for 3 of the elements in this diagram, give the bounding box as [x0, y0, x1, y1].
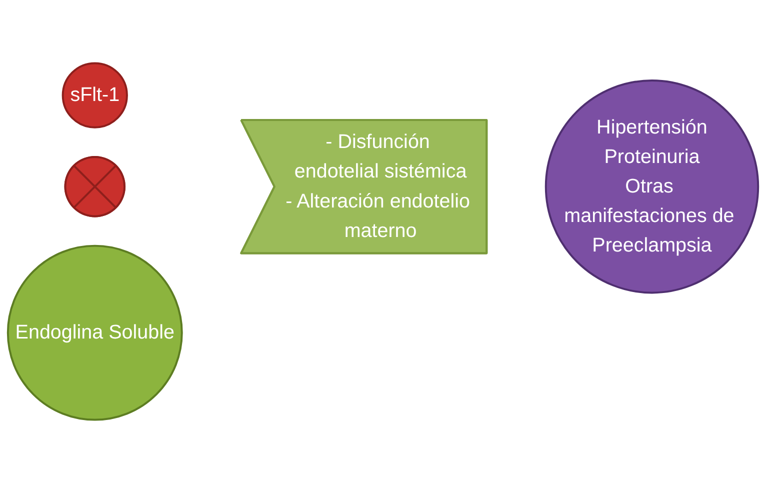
node-circle: Endoglina Soluble — [6, 244, 183, 421]
node-circle: Hipertensión Proteinuria Otras manifestaciones de Preeclampsia — [544, 79, 760, 294]
node-circle: sFlt-1 — [62, 62, 128, 128]
